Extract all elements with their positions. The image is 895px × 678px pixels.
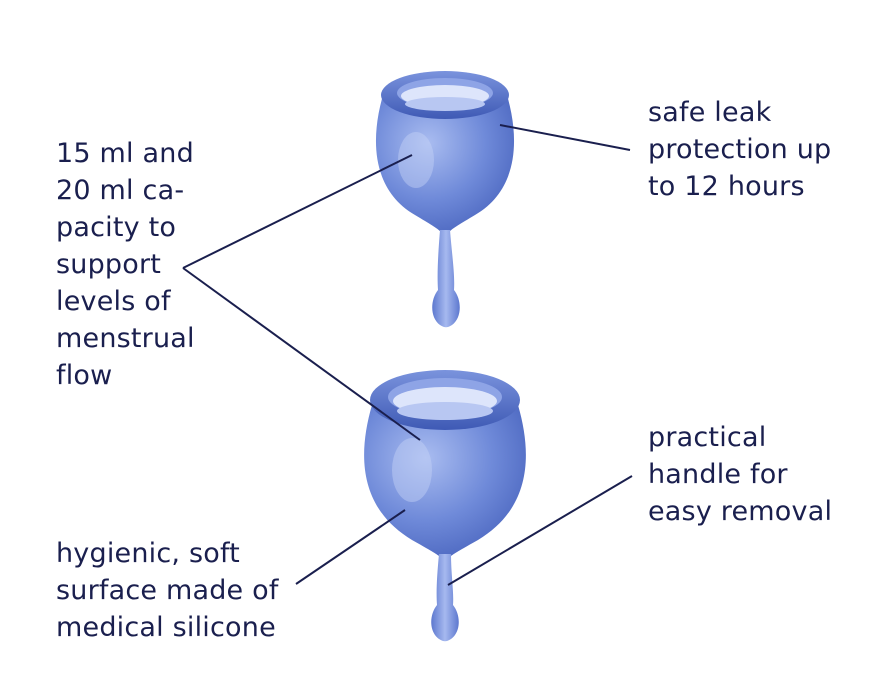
callout-line-surface — [295, 509, 406, 585]
leak-caption: safe leak protection up to 12 hours — [648, 94, 831, 205]
leak-line: safe leak — [648, 97, 772, 128]
cup-large — [364, 370, 526, 642]
handle-line: handle for — [648, 459, 788, 490]
surface-line: medical silicone — [56, 612, 276, 643]
capacity-line: menstrual — [56, 323, 195, 354]
capacity-line: 15 ml and — [56, 138, 194, 169]
callout-lines — [182, 124, 633, 586]
surface-line: hygienic, soft — [56, 538, 240, 569]
surface-line: surface made of — [56, 575, 279, 606]
leak-line: protection up — [648, 134, 832, 165]
capacity-line: support — [56, 249, 162, 280]
callout-line-capacity-top — [182, 154, 413, 269]
callout-line-handle — [447, 475, 633, 586]
handle-line: easy removal — [648, 496, 833, 527]
callout-line-capacity-bottom — [182, 267, 421, 441]
capacity-line: flow — [56, 360, 113, 391]
handle-line: practical — [648, 422, 767, 453]
callout-line-leak — [499, 124, 631, 151]
capacity-caption: 15 ml and 20 ml ca- pacity to support le… — [56, 135, 195, 394]
capacity-line: levels of — [56, 286, 171, 317]
leak-line: to 12 hours — [648, 171, 805, 202]
surface-caption: hygienic, soft surface made of medical s… — [56, 535, 279, 646]
handle-caption: practical handle for easy removal — [648, 419, 832, 530]
cup-small — [375, 71, 515, 328]
capacity-line: 20 ml ca- — [56, 175, 185, 206]
capacity-line: pacity to — [56, 212, 177, 243]
